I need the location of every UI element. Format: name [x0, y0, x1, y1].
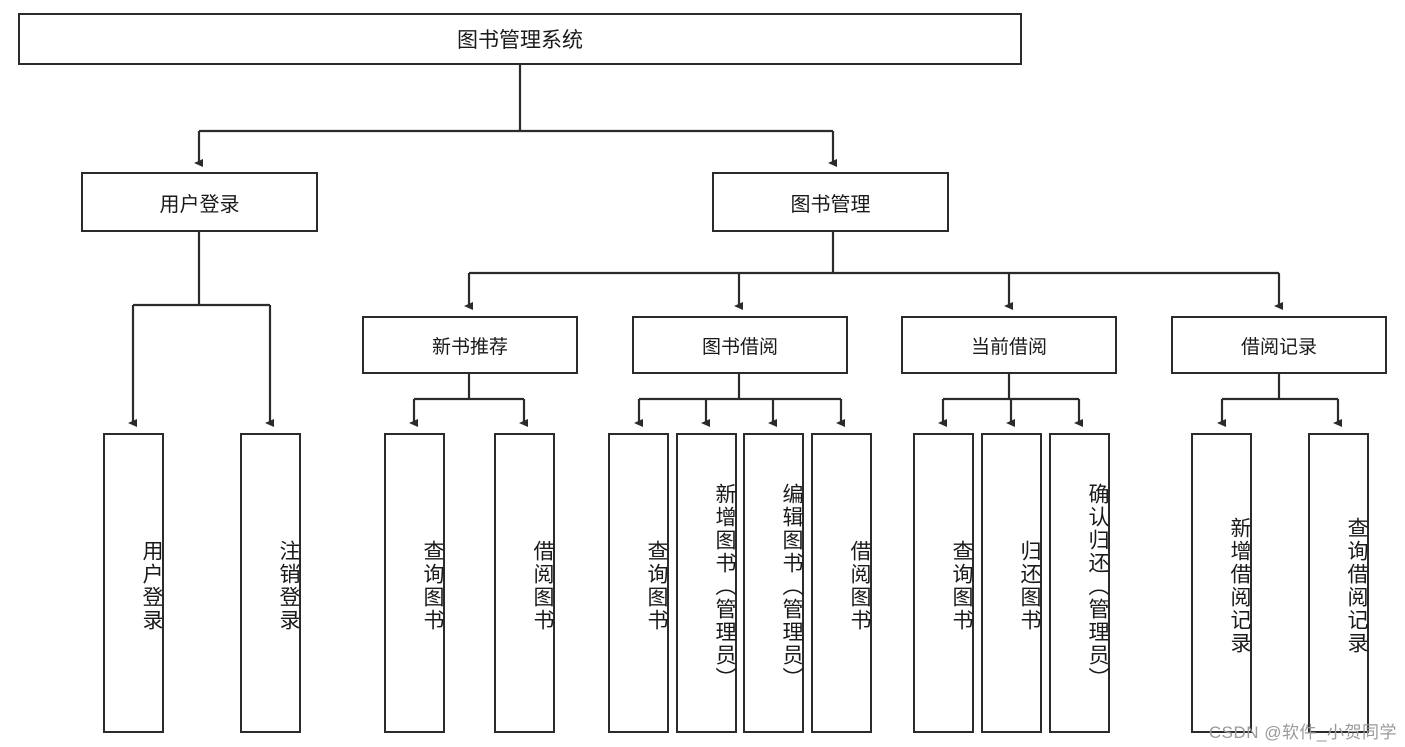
leaf-logout-login-label: 注销登录	[277, 540, 300, 632]
node-current-borrow[interactable]: 当前借阅	[901, 316, 1117, 374]
leaf-query-book-3-label: 查询图书	[950, 540, 973, 632]
leaf-query-book-1[interactable]: 查询图书	[384, 433, 445, 733]
node-book-borrow-label: 图书借阅	[701, 336, 778, 358]
leaf-add-borrow-record-label: 新增借阅记录	[1228, 517, 1251, 655]
leaf-logout-login[interactable]: 注销登录	[240, 433, 301, 733]
leaf-query-book-3[interactable]: 查询图书	[913, 433, 974, 733]
leaf-query-borrow-record-label: 查询借阅记录	[1345, 517, 1368, 655]
node-borrow-record-label: 借阅记录	[1240, 336, 1317, 358]
leaf-edit-book[interactable]: 编辑图书（管理员）	[743, 433, 804, 733]
node-book-management-label: 图书管理	[790, 193, 871, 216]
watermark: CSDN @软件_小贺同学	[1208, 723, 1397, 742]
node-user-login[interactable]: 用户登录	[81, 172, 318, 232]
leaf-user-login[interactable]: 用户登录	[103, 433, 164, 733]
leaf-borrow-book-2[interactable]: 借阅图书	[811, 433, 872, 733]
leaf-confirm-return-label: 确认归还（管理员）	[1086, 482, 1109, 690]
node-current-borrow-label: 当前借阅	[970, 336, 1047, 358]
leaf-borrow-book-2-label: 借阅图书	[848, 540, 871, 632]
leaf-confirm-return[interactable]: 确认归还（管理员）	[1049, 433, 1110, 733]
node-new-book-recommend-label: 新书推荐	[431, 336, 508, 358]
leaf-query-borrow-record[interactable]: 查询借阅记录	[1308, 433, 1369, 733]
leaf-query-book-2[interactable]: 查询图书	[608, 433, 669, 733]
node-root-label: 图书管理系统	[457, 29, 583, 52]
node-book-borrow[interactable]: 图书借阅	[632, 316, 848, 374]
node-root[interactable]: 图书管理系统	[18, 13, 1022, 65]
leaf-add-book-label: 新增图书（管理员）	[713, 482, 736, 690]
leaf-return-book-label: 归还图书	[1018, 540, 1041, 632]
node-borrow-record[interactable]: 借阅记录	[1171, 316, 1387, 374]
leaf-user-login-label: 用户登录	[140, 540, 163, 632]
leaf-return-book[interactable]: 归还图书	[981, 433, 1042, 733]
leaf-borrow-book-1[interactable]: 借阅图书	[494, 433, 555, 733]
leaf-add-borrow-record[interactable]: 新增借阅记录	[1191, 433, 1252, 733]
leaf-query-book-1-label: 查询图书	[421, 540, 444, 632]
leaf-query-book-2-label: 查询图书	[645, 540, 668, 632]
leaf-add-book[interactable]: 新增图书（管理员）	[676, 433, 737, 733]
node-book-management[interactable]: 图书管理	[712, 172, 949, 232]
node-user-login-label: 用户登录	[159, 193, 240, 216]
leaf-edit-book-label: 编辑图书（管理员）	[780, 482, 803, 690]
leaf-borrow-book-1-label: 借阅图书	[531, 540, 554, 632]
node-new-book-recommend[interactable]: 新书推荐	[362, 316, 578, 374]
